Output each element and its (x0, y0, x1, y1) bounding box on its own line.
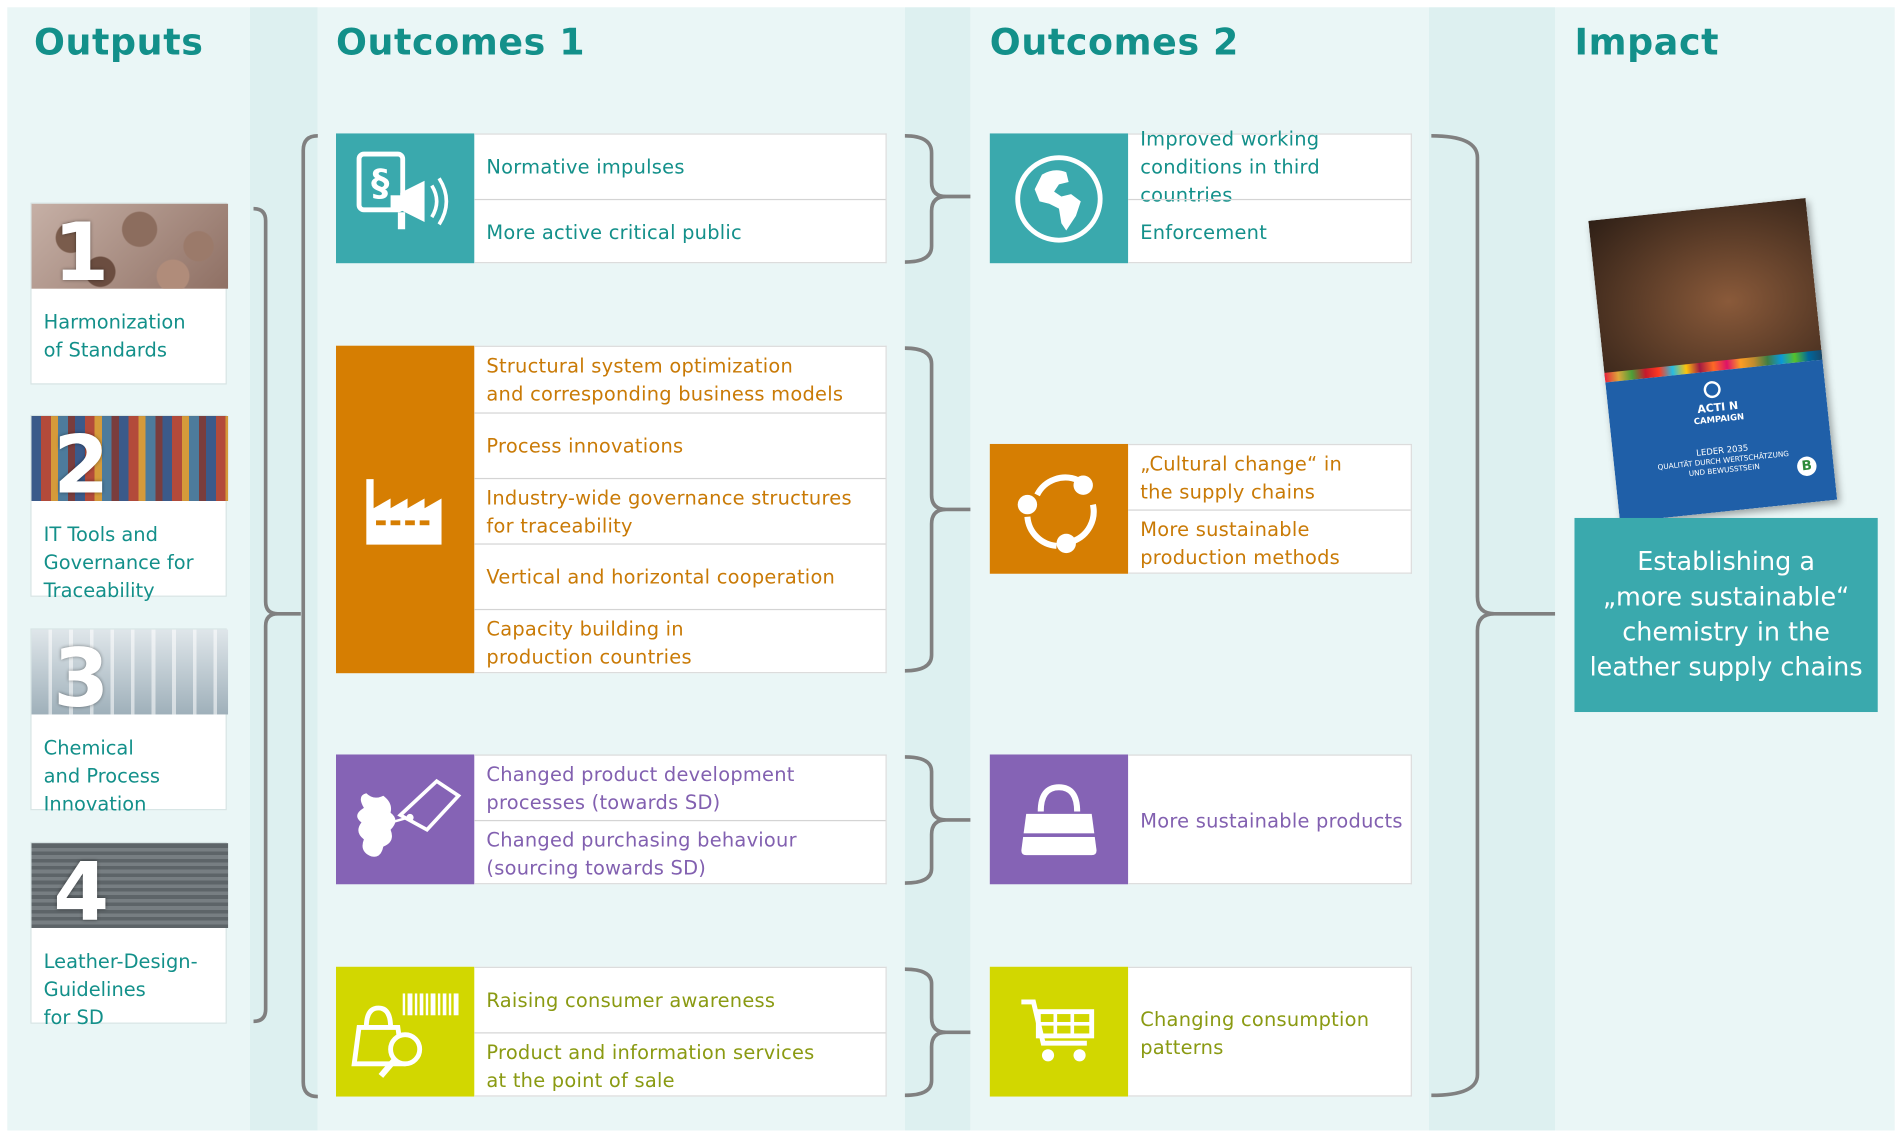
band-gap (249, 7, 318, 1131)
list-item: Structural system optimization and corre… (474, 347, 885, 413)
lab-glassware-photo (31, 629, 229, 715)
list-item: Raising consumer awareness (474, 968, 885, 1032)
outcomes2-block-consumption: Changing consumption patterns (989, 966, 1412, 1098)
outcomes2-block-products: More sustainable products (989, 754, 1412, 886)
item-text: More sustainable products (1140, 809, 1403, 833)
outcomes1-items: Raising consumer awareness Product and i… (474, 966, 887, 1098)
outcomes2-block-culture: „Cultural change“ in the supply chains M… (989, 443, 1412, 575)
output-card-4: 4 Leather-Design- Guidelines for SD (30, 841, 229, 1029)
impact-bracket (1431, 134, 1556, 1098)
outcomes1-block-legal: § Normative impulses More active critica… (336, 133, 887, 265)
output-label: Leather-Design- Guidelines for SD (43, 949, 198, 1029)
output-label: Harmonization of Standards (43, 310, 186, 362)
list-item: Normative impulses (474, 135, 885, 199)
impact-title: Impact (1574, 21, 1720, 65)
item-text: Capacity building in production countrie… (486, 616, 692, 668)
list-item: More sustainable production methods (1128, 509, 1411, 575)
outputs-title: Outputs (33, 21, 204, 65)
outcomes2-title: Outcomes 2 (989, 21, 1239, 65)
notebook-photo (31, 843, 229, 928)
outcomes1-block-production: Structural system optimization and corre… (336, 345, 887, 675)
outcomes1-block-product: Changed product development processes (t… (336, 754, 887, 886)
outcomes1-items: Changed product development processes (t… (474, 754, 887, 886)
item-text: Process innovations (486, 434, 684, 458)
item-text: Raising consumer awareness (486, 988, 776, 1012)
list-item: Vertical and horizontal cooperation (474, 543, 886, 609)
shipping-containers-photo (31, 416, 229, 501)
output-card-2: 2 IT Tools and Governance for Traceabili… (30, 414, 229, 602)
outcomes2-items: „Cultural change“ in the supply chains M… (1128, 443, 1412, 575)
item-text: Product and information services at the … (486, 1040, 815, 1092)
impact-statement: Establishing a „more sustainable“ chemis… (1574, 517, 1878, 713)
outcomes1-block-consumer: Raising consumer awareness Product and i… (336, 966, 887, 1098)
list-item: Product and information services at the … (474, 1032, 886, 1098)
outcomes2-block-working: Improved working conditions in third cou… (989, 127, 1412, 265)
list-item: More active critical public (474, 198, 886, 265)
factory-icon (336, 345, 475, 674)
cycle-icon (989, 443, 1129, 574)
outcomes1-items: Structural system optimization and corre… (474, 345, 887, 675)
item-text: More sustainable production methods (1140, 517, 1341, 569)
output-label: Chemical and Process Innovation (43, 736, 160, 816)
bag-barcode-magnifier-icon (336, 966, 475, 1097)
list-item: Enforcement (1128, 198, 1411, 265)
list-item: More sustainable products (1128, 756, 1411, 886)
output-card-3: 3 Chemical and Process Innovation (30, 628, 229, 815)
item-text: Industry-wide governance structures for … (486, 485, 852, 537)
output-card-1: 1 Harmonization of Standards (30, 202, 229, 385)
leather-tag-icon (336, 754, 475, 885)
bracket-block3 (904, 755, 971, 885)
outcomes1-title: Outcomes 1 (336, 21, 586, 65)
item-text: Changed purchasing behaviour (sourcing t… (486, 827, 797, 879)
bracket-block2 (904, 346, 971, 673)
list-item: Improved working conditions in third cou… (1128, 127, 1411, 206)
outputs-bracket (253, 206, 301, 1024)
item-text: Vertical and horizontal cooperation (486, 565, 836, 589)
bracket-block1 (904, 134, 971, 264)
list-item: Capacity building in production countrie… (474, 608, 886, 675)
item-text: Changed product development processes (t… (486, 762, 795, 814)
list-item: Process innovations (474, 412, 886, 478)
output-number: 4 (53, 845, 110, 939)
item-text: Enforcement (1140, 220, 1268, 244)
list-item: Changing consumption patterns (1128, 968, 1411, 1098)
band-gap (1428, 7, 1556, 1131)
output-number: 1 (53, 206, 110, 300)
item-text: „Cultural change“ in the supply chains (1140, 451, 1342, 503)
campaign-brochure-cover: ACTI N CAMPAIGN LEDER 2035 QUALITÄT DURC… (1588, 198, 1838, 523)
output-number: 2 (53, 418, 110, 512)
svg-text:§: § (371, 161, 390, 204)
outcomes1-items: Normative impulses More active critical … (474, 133, 887, 265)
item-text: Structural system optimization and corre… (486, 354, 844, 406)
handbag-icon (989, 754, 1129, 885)
law-megaphone-icon: § (336, 133, 475, 264)
item-text: More active critical public (486, 220, 742, 244)
outcomes2-items: Improved working conditions in third cou… (1128, 127, 1412, 265)
item-text: Normative impulses (486, 155, 685, 179)
leather-worker-photo (1588, 198, 1822, 378)
item-text: Improved working conditions in third cou… (1140, 127, 1320, 207)
list-item: Industry-wide governance structures for … (474, 477, 886, 544)
list-item: Changed purchasing behaviour (sourcing t… (474, 819, 886, 886)
shopping-cart-icon (989, 966, 1129, 1097)
outcomes2-items: Changing consumption patterns (1128, 966, 1412, 1098)
tannery-vats-photo (31, 203, 229, 289)
list-item: Changed product development processes (t… (474, 756, 885, 820)
outcomes2-items: More sustainable products (1128, 754, 1412, 886)
globe-icon (989, 133, 1129, 264)
output-number: 3 (53, 631, 110, 726)
list-item: „Cultural change“ in the supply chains (1128, 445, 1411, 509)
item-text: Changing consumption patterns (1140, 1007, 1370, 1059)
outcomes1-left-bracket (301, 134, 318, 1099)
bracket-block4 (904, 967, 971, 1098)
output-label: IT Tools and Governance for Traceability (43, 522, 194, 602)
